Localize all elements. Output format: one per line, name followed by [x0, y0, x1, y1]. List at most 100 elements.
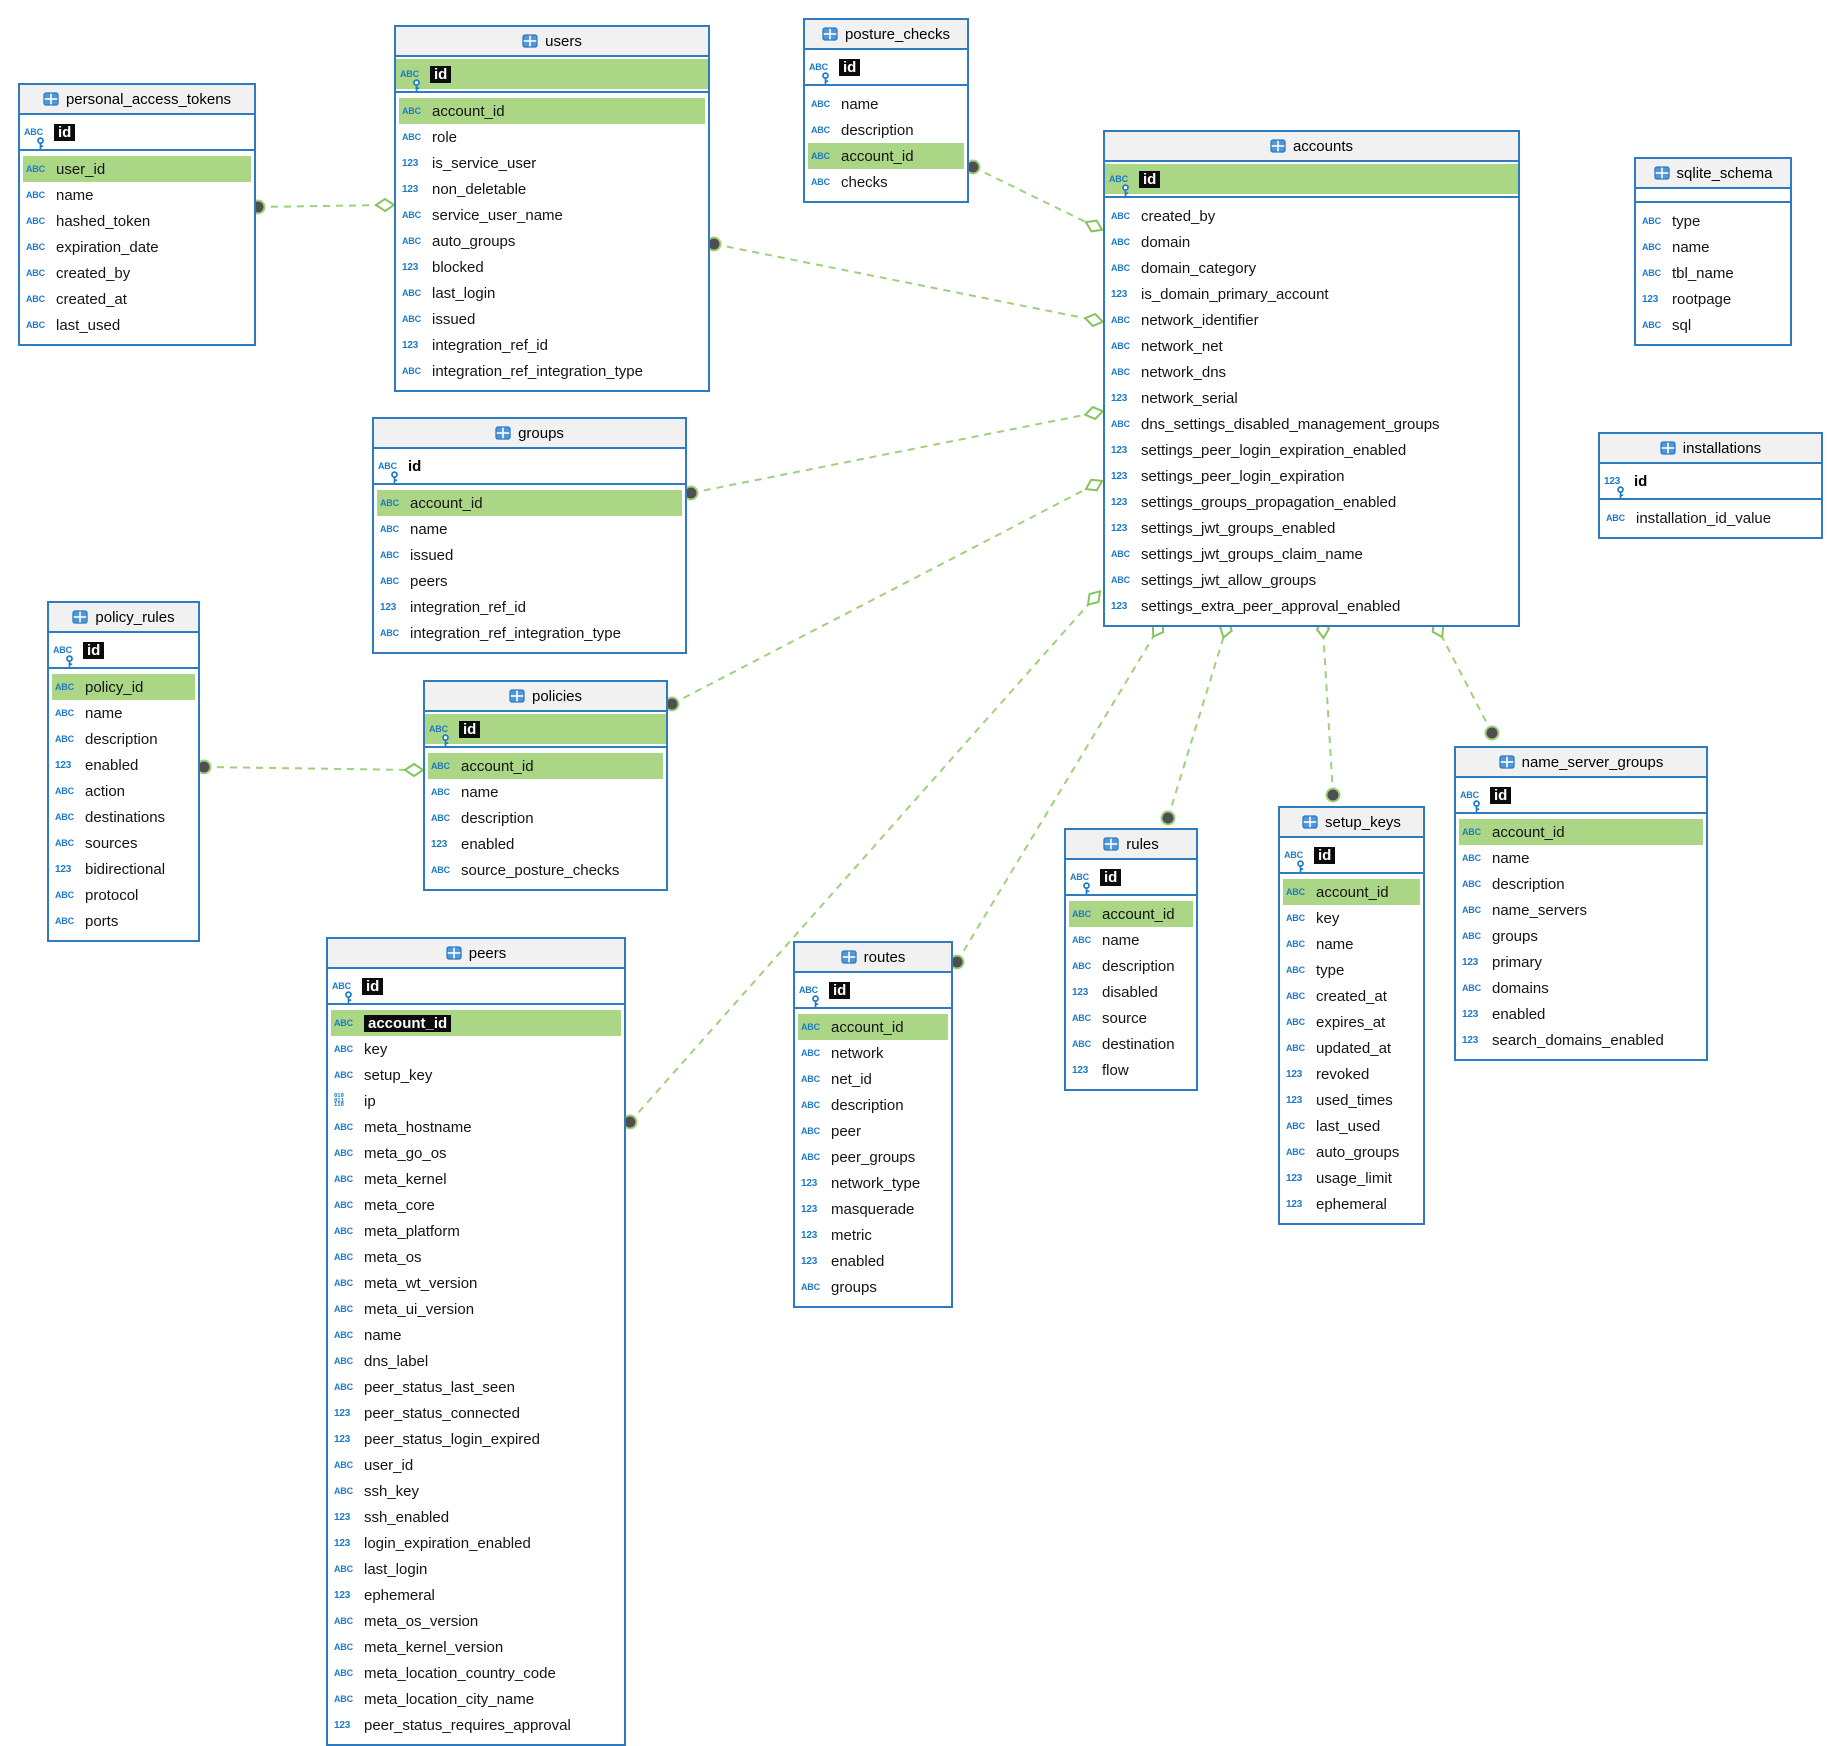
relation-users-accounts[interactable] — [706, 236, 1105, 328]
table-header[interactable]: policy_rules — [49, 603, 198, 633]
table-header[interactable]: personal_access_tokens — [20, 85, 254, 115]
table-header[interactable]: name_server_groups — [1456, 748, 1706, 778]
relation-peers-accounts[interactable] — [622, 589, 1102, 1130]
table-header[interactable]: posture_checks — [805, 20, 967, 50]
relation-setup_keys-accounts[interactable] — [1315, 618, 1341, 803]
table-header[interactable]: peers — [328, 939, 624, 969]
table-header[interactable]: routes — [795, 943, 951, 973]
relation-rules-accounts[interactable] — [1160, 618, 1233, 826]
table-header[interactable]: groups — [374, 419, 685, 449]
table-header[interactable]: accounts — [1105, 132, 1518, 162]
relation-name_server_groups-accounts[interactable] — [1431, 619, 1500, 741]
